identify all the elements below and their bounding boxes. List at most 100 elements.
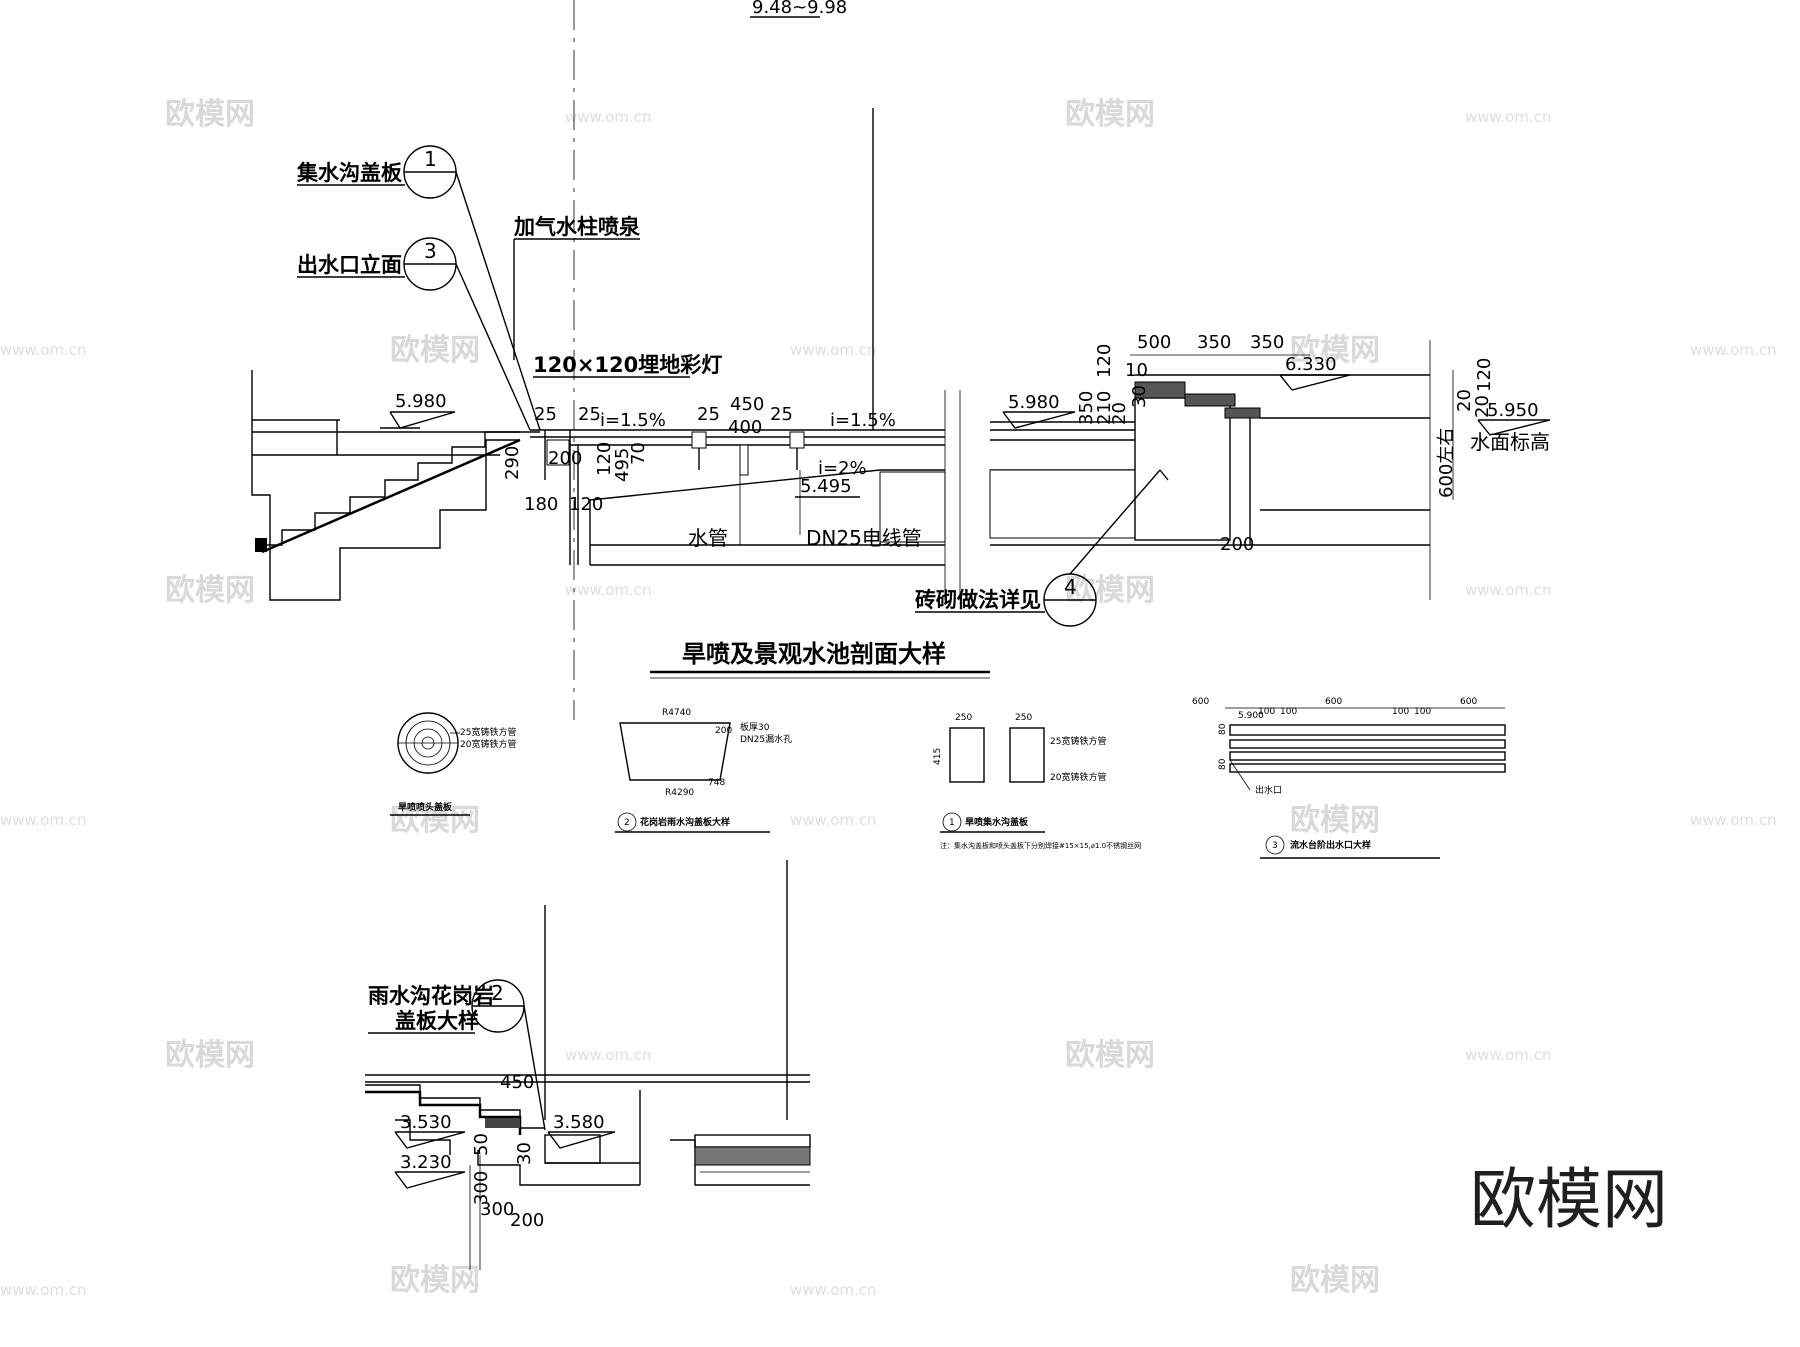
elev-water: 5.950 xyxy=(1487,400,1539,421)
elev-low: 5.495 xyxy=(800,476,852,497)
elev-left: 5.980 xyxy=(395,391,447,412)
callout-num: 4 xyxy=(1064,575,1077,599)
dim-label: 600左右 xyxy=(1436,428,1457,498)
right-pool: 5.980 6.330 5.950 水面标高 500 350 350 120 1… xyxy=(989,332,1551,600)
detail-title: 旱喷喷头盖板 xyxy=(398,801,453,813)
dim-label: 120 xyxy=(569,494,603,515)
watermark-layer: 欧模网 欧模网 欧模网 欧模网 欧模网 欧模网 欧模网 欧模网 欧模网 欧模网 … xyxy=(0,97,1777,1299)
dim-label: 25 xyxy=(697,404,720,425)
callout-num: 1 xyxy=(949,818,955,828)
gutter-ref-line-1: 雨水沟花岗岩 xyxy=(368,984,494,1008)
slope-3: i=2% xyxy=(818,458,867,479)
watermark-brand: 欧模网 xyxy=(1290,803,1380,838)
note: R4290 xyxy=(665,788,694,798)
note: 600 xyxy=(1325,697,1342,707)
note: 20宽铸铁方管 xyxy=(1050,771,1106,783)
watermark-url: www.om.cn xyxy=(790,811,877,829)
dim-label: 20 xyxy=(1454,389,1475,412)
detail-title: 旱喷集水沟盖板 xyxy=(965,816,1029,828)
note: 748 xyxy=(708,778,725,788)
gutter-ref-line-2: 盖板大样 xyxy=(395,1009,479,1033)
callout-num: 3 xyxy=(1272,841,1278,851)
detail-drain-cover: 250 250 415 25宽铸铁方管 20宽铸铁方管 1 旱喷集水沟盖板 注：… xyxy=(933,713,1141,850)
dim-label: 20 xyxy=(1109,402,1130,425)
dim-label: 200 xyxy=(548,448,582,469)
elev-mid: 5.980 xyxy=(1008,392,1060,413)
callout-num: 1 xyxy=(424,147,437,171)
note: R4740 xyxy=(662,708,691,718)
callout-num: 2 xyxy=(624,818,630,828)
note: 100 xyxy=(1280,707,1297,717)
note: 600 xyxy=(1192,697,1209,707)
note: 出水口 xyxy=(1255,784,1282,796)
dim-label: 450 xyxy=(500,1072,534,1093)
left-steps: 5.980 xyxy=(251,370,540,601)
left-callouts: 集水沟盖板 1 出水口立面 3 加气水柱喷泉 120×120埋地彩灯 xyxy=(296,145,722,431)
dim-label: 400 xyxy=(728,417,762,438)
fountain-section: 9.48~9.98 5.980 xyxy=(251,0,1551,720)
watermark-brand: 欧模网 xyxy=(1065,97,1155,132)
dim-label: 20 xyxy=(1472,395,1493,418)
dim-label: 450 xyxy=(730,394,764,415)
dim-label: 30 xyxy=(1129,385,1150,408)
note: 415 xyxy=(933,748,943,765)
dim-label: 120 xyxy=(1474,358,1495,392)
note: 25宽铸铁方管 xyxy=(460,726,516,738)
watermark-brand: 欧模网 xyxy=(390,803,480,838)
label-lamp: 120×120埋地彩灯 xyxy=(533,353,722,377)
watermark-brand: 欧模网 xyxy=(165,573,255,608)
dim-label: 350 xyxy=(1250,332,1284,353)
note: 200 xyxy=(715,726,732,736)
elev-a: 3.530 xyxy=(400,1112,452,1133)
dim-label: 210 xyxy=(1094,391,1115,425)
gutter-section: 雨水沟花岗岩 盖板大样 2 450 3.530 3.230 xyxy=(365,860,811,1270)
dim-label: 70 xyxy=(628,442,649,465)
watermark-brand: 欧模网 xyxy=(1290,1263,1380,1298)
dim-label: 290 xyxy=(502,446,523,480)
water-surface-label: 水面标高 xyxy=(1470,430,1550,454)
note: 80 xyxy=(1218,758,1228,770)
dim-label: 50 xyxy=(471,1133,492,1156)
dim-label: 10 xyxy=(1125,360,1148,381)
top-elevation: 9.48~9.98 xyxy=(752,0,847,18)
dim-label: 200 xyxy=(510,1210,544,1231)
note: 20宽铸铁方管 xyxy=(460,738,516,750)
slope-1: i=1.5% xyxy=(600,410,666,431)
dim-label: 180 xyxy=(524,494,558,515)
note: 25宽铸铁方管 xyxy=(1050,735,1106,747)
note: 80 xyxy=(1218,723,1228,735)
watermark-brand: 欧模网 xyxy=(1065,573,1155,608)
dim-label: 25 xyxy=(534,404,557,425)
note: 100 xyxy=(1392,707,1409,717)
note: 600 xyxy=(1460,697,1477,707)
watermark-url: www.om.cn xyxy=(1690,341,1777,359)
detail-title: 花岗岩雨水沟盖板大样 xyxy=(640,816,730,828)
watermark-url: www.om.cn xyxy=(565,1046,652,1064)
watermark-url: www.om.cn xyxy=(565,581,652,599)
dim-label: 30 xyxy=(514,1142,535,1165)
elev-c: 3.580 xyxy=(553,1112,605,1133)
note: 板厚30 xyxy=(740,721,770,733)
watermark-url: www.om.cn xyxy=(790,1281,877,1299)
watermark-brand: 欧模网 xyxy=(390,1263,480,1298)
elev-right: 6.330 xyxy=(1285,354,1337,375)
watermark-brand: 欧模网 xyxy=(390,333,480,368)
elev-b: 3.230 xyxy=(400,1152,452,1173)
watermark-brand: 欧模网 xyxy=(1065,1038,1155,1073)
dim-label: 350 xyxy=(1076,391,1097,425)
watermark-brand: 欧模网 xyxy=(1290,333,1380,368)
watermark-url: www.om.cn xyxy=(1465,581,1552,599)
dim-label: 500 xyxy=(1137,332,1171,353)
dim-label: 350 xyxy=(1197,332,1231,353)
note: DN25漏水孔 xyxy=(740,733,792,745)
watermark-url: www.om.cn xyxy=(1465,108,1552,126)
slope-2: i=1.5% xyxy=(830,410,896,431)
note: 100 xyxy=(1258,707,1275,717)
pipe-label-conduit: DN25电线管 xyxy=(806,526,922,550)
note: 250 xyxy=(1015,713,1032,723)
dim-label: 25 xyxy=(770,404,793,425)
dim-label: 300 xyxy=(471,1171,492,1205)
pipe-label-water: 水管 xyxy=(688,526,728,550)
detail-title: 流水台阶出水口大样 xyxy=(1290,839,1371,851)
